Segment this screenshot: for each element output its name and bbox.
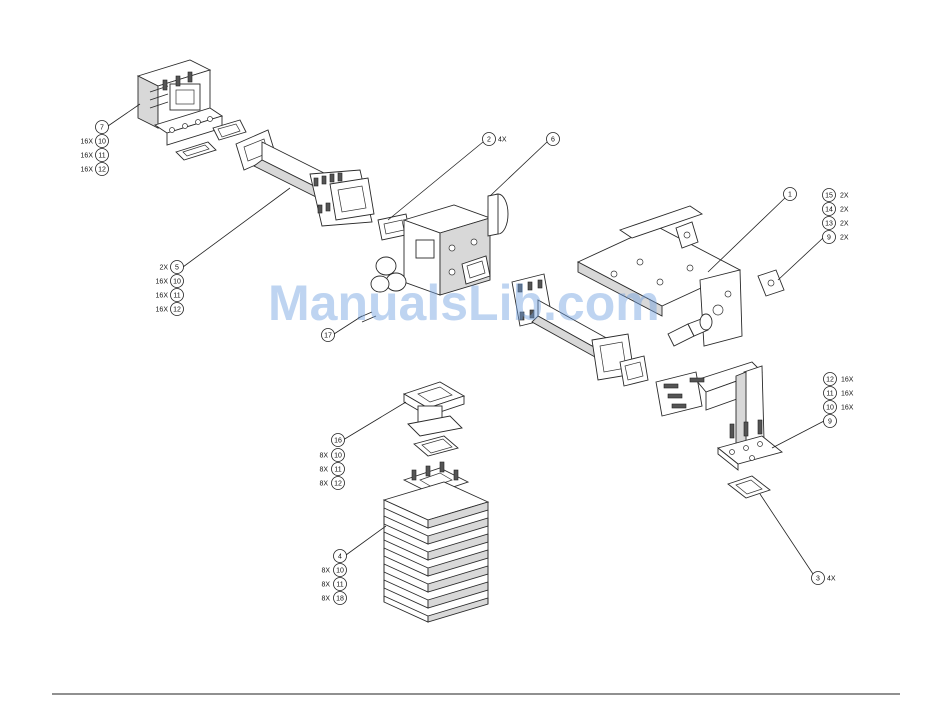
callout-item-4: 4 [334, 550, 347, 563]
svg-text:2: 2 [487, 137, 491, 144]
svg-text:17: 17 [324, 333, 332, 340]
callout-item-11: 11 8X [319, 463, 344, 476]
svg-text:2X: 2X [840, 193, 849, 200]
svg-text:12: 12 [826, 377, 834, 384]
callout-item-11: 11 8X [321, 578, 346, 591]
callout-item-10: 10 16X [824, 401, 854, 414]
svg-text:16X: 16X [841, 377, 854, 384]
callout-item-14: 14 2X [823, 203, 849, 216]
svg-text:8X: 8X [319, 481, 328, 488]
svg-text:2X: 2X [840, 235, 849, 242]
callout-item-11: 11 16X [81, 149, 109, 162]
watermark: ManualsLib.com [268, 275, 660, 331]
filter-stack-plates [384, 482, 488, 622]
svg-text:4X: 4X [498, 137, 507, 144]
svg-text:16X: 16X [841, 391, 854, 398]
stacked-filter [384, 382, 488, 622]
callout-item-12: 12 16X [156, 303, 184, 316]
svg-text:8X: 8X [319, 453, 328, 460]
svg-text:16X: 16X [81, 139, 94, 146]
svg-text:11: 11 [173, 293, 180, 300]
svg-text:10: 10 [334, 453, 342, 460]
svg-text:16X: 16X [81, 167, 94, 174]
svg-text:10: 10 [98, 139, 106, 146]
callout-item-10: 10 16X [156, 275, 184, 288]
svg-text:6: 6 [551, 137, 555, 144]
svg-text:7: 7 [100, 125, 104, 132]
svg-text:12: 12 [334, 481, 342, 488]
callout-item-12: 12 16X [81, 163, 109, 176]
callout-item-12: 12 16X [824, 373, 854, 386]
svg-text:8X: 8X [321, 582, 330, 589]
svg-text:13: 13 [825, 221, 833, 228]
callout-item-1: 1 [784, 188, 797, 201]
svg-text:12: 12 [173, 307, 181, 314]
svg-text:11: 11 [98, 153, 105, 160]
callout-item-15: 15 2X [823, 189, 849, 202]
callout-item-9: 9 2X [823, 231, 849, 244]
svg-text:10: 10 [826, 405, 834, 412]
flange-block-assembly [138, 60, 246, 160]
svg-text:18: 18 [336, 596, 344, 603]
svg-text:8X: 8X [321, 596, 330, 603]
svg-text:10: 10 [336, 568, 344, 575]
svg-text:10: 10 [173, 279, 181, 286]
svg-text:9: 9 [827, 235, 831, 242]
svg-text:16X: 16X [156, 279, 169, 286]
callout-item-7: 7 [96, 121, 109, 134]
callout-item-6: 6 [547, 133, 560, 146]
callout-item-10: 10 8X [321, 564, 346, 577]
svg-text:2X: 2X [159, 265, 168, 272]
svg-text:16: 16 [334, 438, 342, 445]
callout-item-10: 10 8X [319, 449, 344, 462]
callout-item-18: 18 8X [321, 592, 346, 605]
svg-text:16X: 16X [841, 405, 854, 412]
svg-text:8X: 8X [321, 568, 330, 575]
callout-item-9: 9 [824, 415, 837, 428]
svg-text:9: 9 [828, 419, 832, 426]
svg-text:5: 5 [175, 265, 179, 272]
callout-item-12: 12 8X [319, 477, 344, 490]
callout-item-3: 3 4X [812, 572, 836, 585]
svg-text:2X: 2X [840, 207, 849, 214]
svg-text:14: 14 [825, 207, 833, 214]
callout-item-2: 2 4X [483, 133, 507, 146]
svg-text:1: 1 [788, 192, 792, 199]
callout-item-11: 11 16X [156, 289, 184, 302]
waveguide-elbow [656, 362, 782, 498]
svg-text:16X: 16X [156, 307, 169, 314]
svg-text:15: 15 [825, 193, 833, 200]
svg-text:11: 11 [334, 467, 341, 474]
callout-item-16: 16 [332, 434, 345, 447]
svg-text:11: 11 [336, 582, 343, 589]
callout-item-5: 5 2X [159, 261, 183, 274]
waveguide-section [236, 130, 374, 226]
svg-text:11: 11 [826, 391, 833, 398]
svg-text:8X: 8X [319, 467, 328, 474]
svg-text:4: 4 [338, 554, 342, 561]
svg-text:3: 3 [816, 576, 820, 583]
svg-text:16X: 16X [81, 153, 94, 160]
svg-text:16X: 16X [156, 293, 169, 300]
callout-item-13: 13 2X [823, 217, 849, 230]
svg-text:4X: 4X [827, 576, 836, 583]
callout-item-11: 11 16X [824, 387, 854, 400]
callout-item-10: 10 16X [81, 135, 109, 148]
svg-text:2X: 2X [840, 221, 849, 228]
svg-text:12: 12 [98, 167, 106, 174]
